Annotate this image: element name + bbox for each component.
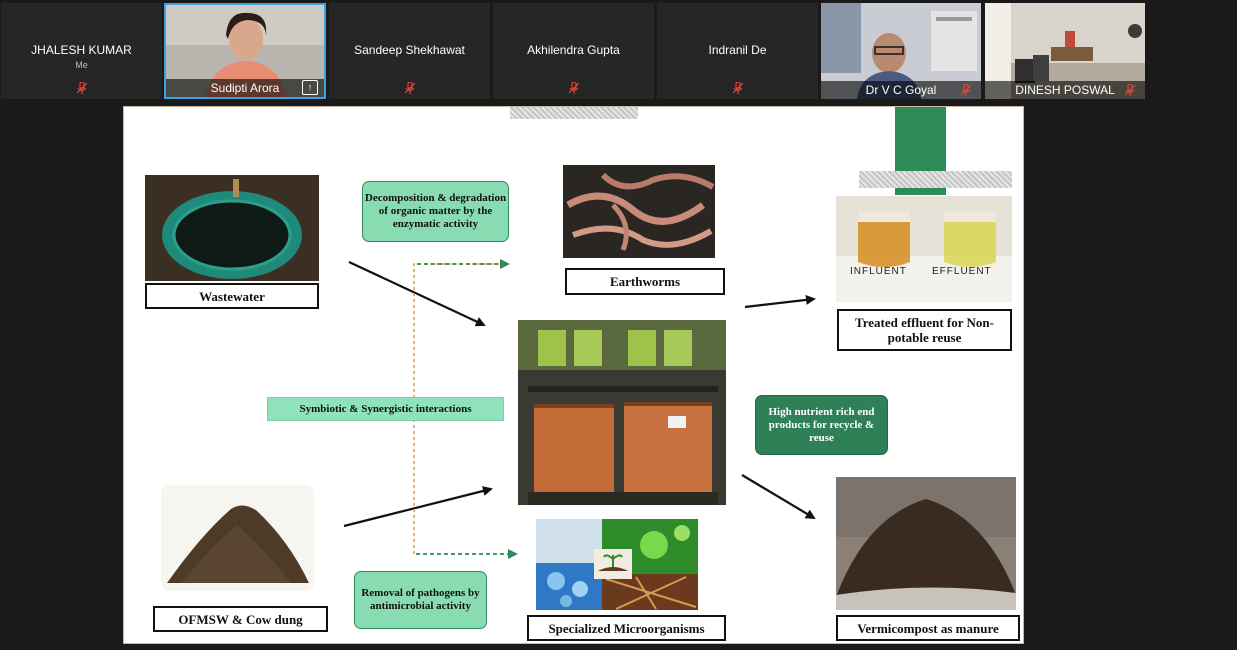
ofmsw-label: OFMSW & Cow dung	[153, 606, 328, 632]
shared-screen-slide: Wastewater Decomposition & degradation o…	[123, 106, 1024, 644]
nutrient-note: High nutrient rich end products for recy…	[755, 395, 888, 455]
participant-tile-akhilendra-gupta[interactable]: Akhilendra Gupta	[493, 3, 654, 99]
wastewater-label: Wastewater	[145, 283, 319, 309]
participant-name: Indranil De	[708, 43, 767, 57]
pathogens-note: Removal of pathogens by antimicrobial ac…	[354, 571, 487, 629]
treated-effluent-label: Treated effluent for Non-potable reuse	[837, 309, 1012, 351]
participant-name: Dr V C Goyal	[821, 81, 981, 99]
mic-muted-icon	[1125, 84, 1135, 96]
vermifilter-reactor-photo	[518, 320, 726, 505]
slide-top-marker	[510, 107, 638, 119]
mic-muted-icon	[568, 82, 579, 94]
microorganisms-label: Specialized Microorganisms	[527, 615, 726, 641]
participant-name: Sandeep Shekhawat	[354, 43, 465, 57]
wastewater-photo	[145, 175, 319, 281]
participant-tile-dinesh-poswal[interactable]: DINESH POSWAL	[985, 3, 1145, 99]
mic-muted-icon	[76, 82, 87, 94]
microorganisms-photo	[536, 519, 698, 610]
participant-tile-jhalesh-kumar[interactable]: JHALESH KUMAR Me	[1, 3, 162, 99]
participant-name: JHALESH KUMAR	[31, 43, 132, 57]
slide-hatch-marker	[859, 171, 1012, 188]
ofmsw-photo	[161, 485, 314, 591]
participant-tile-sandeep-shekhawat[interactable]: Sandeep Shekhawat	[329, 3, 490, 99]
decomposition-note: Decomposition & degradation of organic m…	[362, 181, 509, 242]
participant-self-tag: Me	[75, 60, 88, 70]
mic-muted-icon	[732, 82, 743, 94]
earthworms-photo	[563, 165, 715, 258]
influent-text: INFLUENT	[850, 266, 907, 277]
share-screen-icon: ↑	[302, 80, 318, 95]
vermicompost-photo	[836, 477, 1016, 610]
mic-muted-icon	[961, 84, 971, 96]
participant-name: DINESH POSWAL	[985, 81, 1145, 99]
effluent-text: EFFLUENT	[932, 266, 992, 277]
participant-tile-indranil-de[interactable]: Indranil De	[657, 3, 818, 99]
symbiotic-note: Symbiotic & Synergistic interactions	[267, 397, 504, 421]
flow-arrows	[343, 259, 816, 559]
participant-tile-sudipti-arora[interactable]: Sudipti Arora ↑	[164, 3, 326, 99]
earthworms-label: Earthworms	[565, 268, 725, 295]
participant-name: Sudipti Arora	[166, 79, 324, 97]
video-feed-sudipti	[166, 5, 324, 97]
participant-tile-dr-v-c-goyal[interactable]: Dr V C Goyal	[821, 3, 981, 99]
treated-effluent-photo: INFLUENT EFFLUENT	[836, 196, 1012, 302]
participant-name: Akhilendra Gupta	[527, 43, 620, 57]
mic-muted-icon	[404, 82, 415, 94]
vermicompost-label: Vermicompost as manure	[836, 615, 1020, 641]
